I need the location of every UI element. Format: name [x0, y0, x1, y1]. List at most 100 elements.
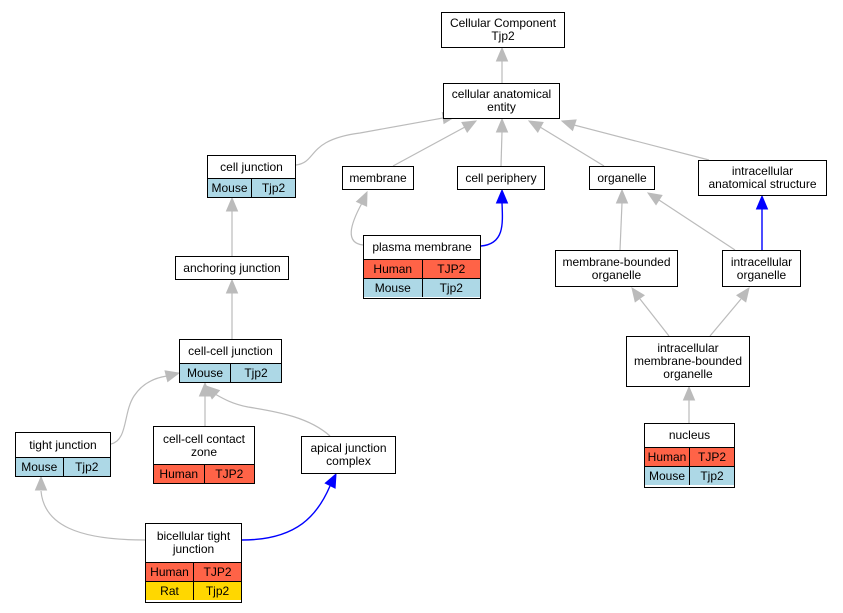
gene-symbol: Tjp2 [62, 458, 111, 476]
edge-cell-periphery-to-cellular-anatomical-entity [500, 131, 503, 167]
species-name: Mouse [21, 460, 58, 474]
node-label: nucleus [668, 428, 711, 442]
edge-bicellular-tight-junction-to-tight-junction [40, 490, 146, 541]
species-name: Human [373, 262, 413, 276]
node-cellular-component[interactable]: Cellular Component Tjp2 [441, 12, 565, 48]
gene-symbol: TJP2 [421, 260, 481, 278]
edge-intracellular-membrane-bounded-organelle-to-membrane-bounded-organelle-arrowhead [631, 286, 645, 303]
species-row: Rat Tjp2 [146, 581, 241, 600]
edge-cell-cell-junction-to-anchoring-junction-arrowhead [225, 278, 239, 294]
species-name: Human [647, 450, 687, 464]
edge-intracellular-membrane-bounded-organelle-to-membrane-bounded-organelle [639, 298, 670, 337]
node-label: plasma membrane [372, 240, 472, 254]
node-label: membrane-bounded organelle [562, 254, 671, 282]
node-nucleus[interactable]: nucleus Human TJP2 Mouse Tjp2 [644, 423, 735, 488]
edge-plasma-membrane-to-membrane-arrowhead [355, 190, 368, 207]
edge-membrane-to-cellular-anatomical-entity-arrowhead [461, 120, 478, 133]
node-label: intracellular organelle [730, 254, 793, 282]
species-name: Human [150, 565, 189, 579]
node-cell-cell-contact-zone[interactable]: cell-cell contact zone Human TJP2 [153, 426, 255, 484]
gene-symbol: Tjp2 [689, 467, 734, 485]
node-cell-junction[interactable]: cell junction Mouse Tjp2 [207, 155, 296, 198]
edge-organelle-to-cellular-anatomical-entity-arrowhead [527, 120, 544, 133]
gene-symbol: Tjp2 [421, 279, 481, 297]
node-membrane-bounded-organelle[interactable]: membrane-bounded organelle [555, 250, 678, 287]
node-label: intracellular anatomical structure [708, 164, 817, 191]
gene-symbol: Tjp2 [193, 582, 241, 600]
species-name: Mouse [374, 281, 411, 295]
gene-symbol: TJP2 [203, 465, 255, 483]
edge-nucleus-to-intracellular-membrane-bounded-organelle-arrowhead [682, 385, 696, 401]
node-organelle[interactable]: organelle [589, 166, 655, 190]
node-tight-junction[interactable]: tight junction Mouse Tjp2 [15, 432, 111, 477]
species-row: Mouse Tjp2 [208, 178, 295, 197]
node-cellular-anatomical-entity[interactable]: cellular anatomical entity [443, 83, 560, 119]
node-label: bicellular tight junction [156, 529, 231, 556]
node-label: cell-cell junction [188, 344, 273, 358]
edge-bicellular-tight-junction-to-tight-junction-arrowhead [34, 475, 48, 491]
edge-intracellular-organelle-to-organelle [658, 199, 736, 251]
edge-intracellular-anatomical-structure-to-cellular-anatomical-entity [573, 124, 710, 161]
edge-apical-junction-complex-to-cell-cell-junction [214, 393, 331, 437]
node-label: cellular anatomical entity [451, 87, 552, 114]
edge-tight-junction-to-cell-cell-junction [110, 375, 168, 445]
node-label: cell periphery [465, 170, 537, 185]
node-label: organelle [597, 170, 647, 185]
edge-membrane-bounded-organelle-to-organelle [619, 202, 623, 251]
gene-symbol: Tjp2 [251, 179, 295, 197]
edge-cellular-anatomical-entity-to-cellular-component-arrowhead [495, 46, 509, 62]
gene-symbol: Tjp2 [230, 364, 281, 382]
edge-intracellular-membrane-bounded-organelle-to-intracellular-organelle-arrowhead [736, 286, 750, 303]
edge-anchoring-junction-to-cell-junction-arrowhead [225, 196, 239, 212]
species-row: Mouse Tjp2 [16, 457, 110, 476]
edge-organelle-to-cellular-anatomical-entity [539, 126, 605, 167]
node-label: apical junction complex [310, 441, 387, 468]
edge-intracellular-organelle-to-intracellular-anatomical-structure-arrowhead [755, 194, 769, 210]
species-row: Human TJP2 [645, 447, 734, 466]
node-cell-periphery[interactable]: cell periphery [457, 166, 545, 190]
species-row: Human TJP2 [154, 464, 254, 483]
species-name: Mouse [186, 366, 224, 380]
node-plasma-membrane[interactable]: plasma membrane Human TJP2 Mouse Tjp2 [363, 235, 481, 299]
species-row: Human TJP2 [364, 259, 480, 278]
edge-plasma-membrane-to-cell-periphery-arrowhead [495, 188, 509, 204]
node-membrane[interactable]: membrane [342, 166, 414, 190]
node-label: intracellular membrane-bounded organelle [633, 341, 743, 381]
node-bicellular-tight-junction[interactable]: bicellular tight junction Human TJP2 Rat… [145, 523, 242, 603]
gene-symbol: TJP2 [193, 563, 241, 581]
edge-bicellular-tight-junction-to-apical-junction-complex-arrowhead [324, 472, 337, 489]
species-row: Human TJP2 [146, 562, 241, 581]
species-row: Mouse Tjp2 [645, 466, 734, 485]
species-name: Human [159, 467, 199, 481]
edge-intracellular-membrane-bounded-organelle-to-intracellular-organelle [709, 298, 742, 337]
edge-cell-junction-to-cellular-anatomical-entity [295, 117, 444, 166]
edge-bicellular-tight-junction-to-apical-junction-complex [241, 485, 331, 541]
species-name: Mouse [211, 181, 248, 195]
edge-apical-junction-complex-to-cell-cell-junction-arrowhead [205, 385, 221, 400]
species-row: Mouse Tjp2 [180, 363, 281, 382]
node-apical-junction-complex[interactable]: apical junction complex [301, 436, 396, 474]
node-cell-cell-junction[interactable]: cell-cell junction Mouse Tjp2 [179, 339, 282, 383]
edge-membrane-to-cellular-anatomical-entity [392, 126, 466, 167]
node-label: cell-cell contact zone [162, 431, 246, 459]
edge-intracellular-organelle-to-organelle-arrowhead [646, 192, 663, 206]
species-name: Mouse [648, 469, 686, 483]
edge-plasma-membrane-to-cell-periphery [480, 202, 504, 247]
node-label: tight junction [29, 437, 97, 452]
node-label: anchoring junction [183, 260, 281, 275]
edge-intracellular-anatomical-structure-to-cellular-anatomical-entity-arrowhead [560, 119, 577, 132]
edge-tight-junction-to-cell-cell-junction-arrowhead [164, 370, 181, 383]
node-label: membrane [349, 170, 407, 185]
edge-cell-periphery-to-cellular-anatomical-entity-arrowhead [495, 117, 509, 133]
species-row: Mouse Tjp2 [364, 278, 480, 297]
species-name: Rat [160, 584, 179, 598]
edge-membrane-bounded-organelle-to-organelle-arrowhead [615, 188, 629, 204]
gene-symbol: TJP2 [689, 448, 734, 466]
node-intracellular-membrane-bounded-organelle[interactable]: intracellular membrane-bounded organelle [626, 336, 750, 387]
node-label: cell junction [220, 159, 283, 174]
node-label: Cellular Component Tjp2 [449, 16, 557, 43]
node-anchoring-junction[interactable]: anchoring junction [175, 256, 289, 280]
node-intracellular-anatomical-structure[interactable]: intracellular anatomical structure [698, 160, 827, 196]
node-intracellular-organelle[interactable]: intracellular organelle [722, 250, 801, 287]
